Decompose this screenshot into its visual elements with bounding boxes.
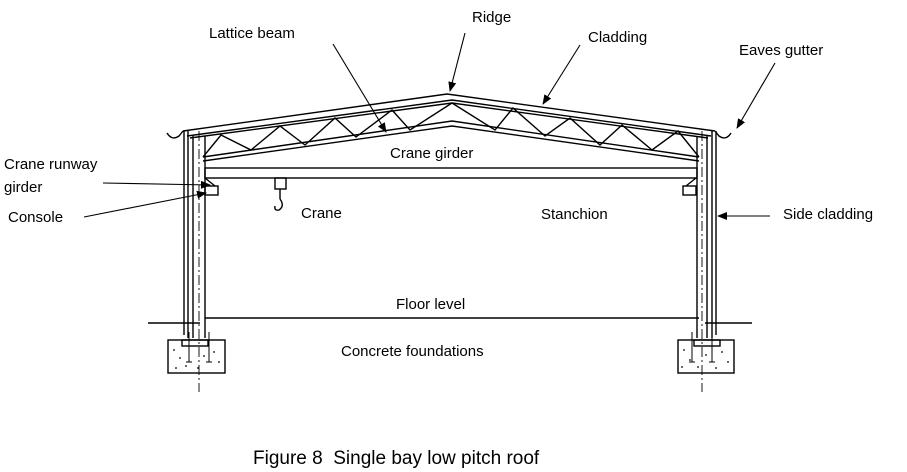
cladding-label: Cladding — [588, 29, 648, 46]
foundation-right — [677, 339, 735, 374]
eaves-gutter-right — [714, 130, 732, 139]
crane-girder-label: Crane girder — [390, 145, 474, 162]
lattice-diagonals-right — [451, 102, 700, 158]
console-left — [204, 185, 219, 196]
concrete-foundations-label: Concrete foundations — [341, 343, 484, 360]
lattice-diagonals-left — [202, 102, 453, 158]
side-cladding-label: Side cladding — [783, 206, 874, 223]
eaves-gutter-left — [166, 130, 184, 139]
crane-trolley — [274, 177, 287, 190]
crane-label: Crane — [301, 205, 342, 222]
eaves-gutter-arrow — [736, 62, 776, 129]
console-label: Console — [8, 209, 64, 226]
console-right — [682, 185, 697, 196]
crane-runway-girder-label-line1: Crane runway — [4, 156, 98, 173]
stanchion-label: Stanchion — [541, 206, 608, 223]
lattice-beam-label: Lattice beam — [209, 25, 295, 42]
crane-runway-girder-arrow — [102, 180, 211, 189]
concrete-stipple — [173, 349, 729, 369]
floor-level-label: Floor level — [396, 296, 466, 313]
lattice-beam-arrow — [332, 43, 387, 133]
crane-hook — [274, 198, 283, 211]
roof-cladding-inner — [186, 99, 712, 137]
ridge-arrow — [448, 32, 466, 92]
lattice-bottom-chord — [202, 120, 700, 158]
roof-cladding — [182, 93, 716, 132]
figure-caption: Figure 8 Single bay low pitch roof — [253, 448, 540, 469]
ridge-label: Ridge — [472, 9, 512, 26]
cladding-arrow — [542, 44, 581, 105]
crane-girder — [204, 167, 698, 179]
console-arrow — [83, 190, 207, 218]
crane-runway-girder-label-line2: girder — [4, 179, 43, 196]
eaves-gutter-label: Eaves gutter — [739, 42, 824, 59]
